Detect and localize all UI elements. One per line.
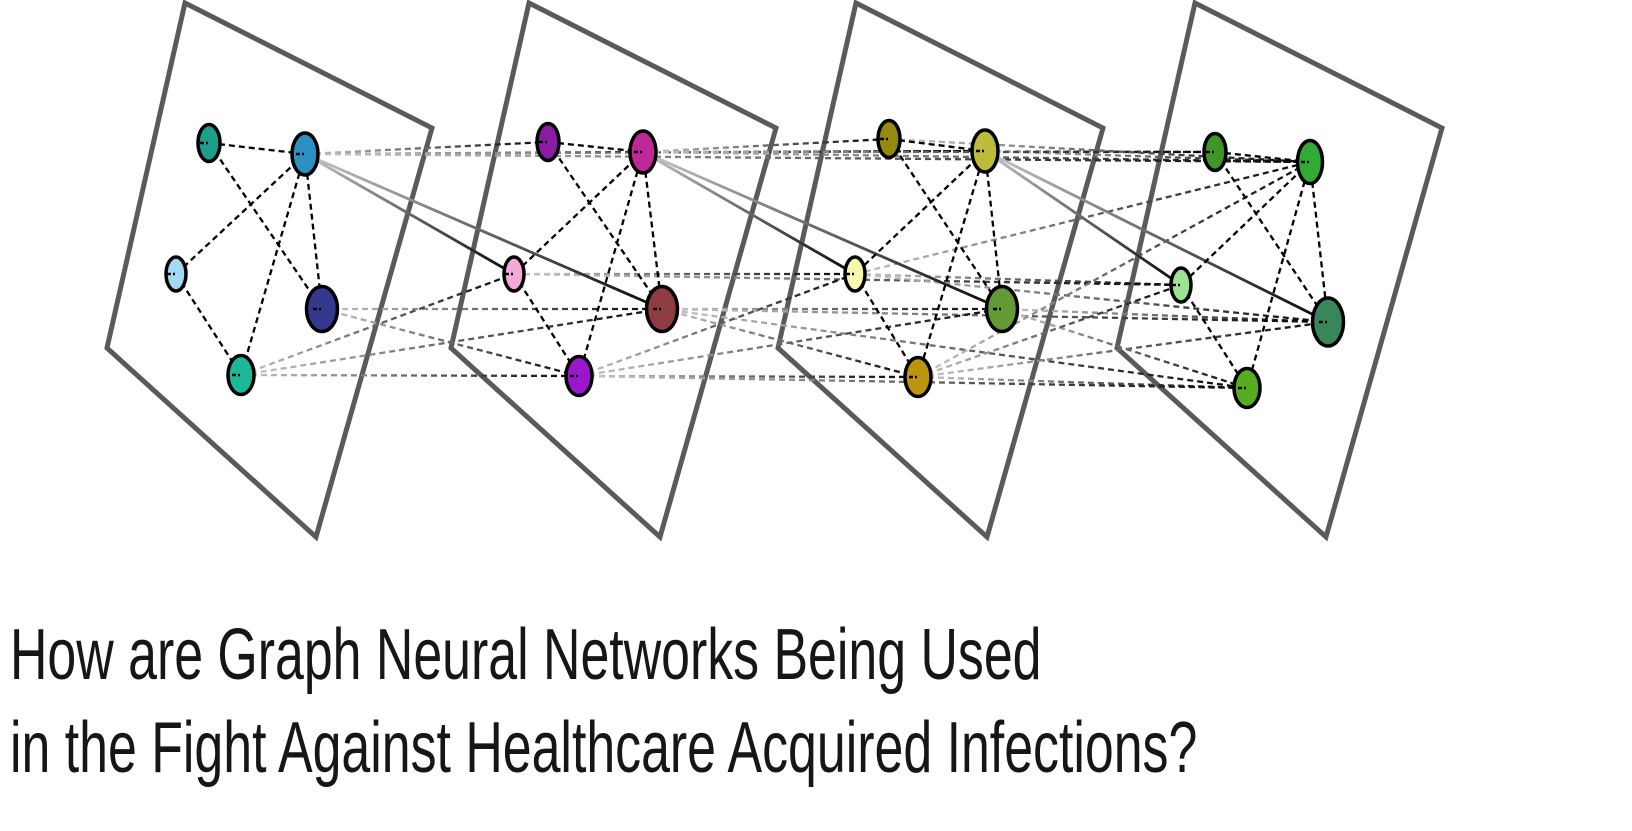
graph-edge-t4	[1180, 284, 1248, 389]
graph-node-t4-0	[1202, 131, 1228, 173]
temporal-edge	[642, 137, 890, 154]
graph-edge-t3	[983, 150, 1004, 310]
temporal-edge	[304, 140, 549, 156]
title-line-1: How are Graph Neural Networks Being Used	[10, 615, 1042, 695]
graph-edge-t1	[175, 273, 242, 376]
graph-node-t2-4	[564, 354, 594, 398]
graph-node-t2-3	[644, 284, 680, 334]
temporal-edge	[304, 152, 1311, 164]
temporal-edge	[578, 307, 1003, 378]
temporal-edge-solid	[304, 152, 515, 276]
temporal-edge-solid	[642, 150, 1003, 311]
graph-edge-t2	[547, 140, 644, 154]
graph-node-t4-1	[1295, 138, 1325, 186]
temporal-edge-solid	[304, 152, 663, 311]
graph-edge-t4	[1308, 161, 1330, 323]
graph-edge-t1	[239, 153, 307, 376]
temporal-edge	[578, 374, 919, 379]
graph-edge-t2	[547, 141, 663, 310]
graph-edge-t1	[208, 141, 306, 156]
graph-node-t4-2	[1169, 266, 1193, 304]
temporal-edge	[888, 137, 1311, 164]
graph-node-t3-0	[876, 118, 902, 160]
graph-node-t4-3	[1310, 296, 1346, 348]
graph-edge-t3	[888, 137, 986, 153]
temporal-edge	[240, 307, 663, 377]
graph-node-t3-2	[843, 255, 867, 293]
temporal-edge	[1001, 307, 1248, 390]
graph-edge-t1	[303, 153, 324, 310]
temporal-edge	[661, 307, 1248, 390]
graph-panel-time-step-1	[104, 0, 435, 542]
graph-edge-t3	[854, 273, 919, 378]
temporal-graph-figure	[104, 0, 1445, 542]
graph-node-t1-4	[226, 353, 256, 397]
temporal-edge-solid	[984, 149, 1329, 324]
graph-node-t2-2	[502, 255, 526, 293]
graph-edge-t3	[888, 138, 1003, 310]
title-line-2: in the Fight Against Healthcare Acquired…	[10, 708, 1198, 788]
temporal-edge	[917, 283, 1182, 379]
graph-edge-t2	[641, 151, 664, 310]
temporal-edge	[240, 373, 580, 378]
graph-edge-t1	[208, 142, 323, 310]
graph-panel-time-step-2	[448, 0, 779, 542]
graph-edge-t4	[1214, 151, 1329, 323]
graph-node-t2-0	[535, 121, 561, 163]
temporal-edge-solid	[642, 150, 856, 276]
graph-node-t1-3	[304, 284, 340, 334]
graph-node-t4-4	[1232, 366, 1262, 410]
graph-node-t3-3	[984, 284, 1020, 334]
graph-node-t1-2	[164, 255, 188, 293]
graph-node-t1-0	[196, 122, 222, 164]
graph-node-t2-1	[628, 129, 658, 175]
graph-node-t3-1	[970, 128, 1000, 174]
graph-node-t1-1	[290, 131, 320, 177]
page-title: How are Graph Neural Networks Being Used…	[10, 609, 1632, 795]
temporal-edge	[240, 272, 515, 377]
graph-edge-t2	[577, 151, 645, 377]
temporal-edge-solid	[984, 149, 1182, 287]
temporal-edge	[578, 272, 856, 378]
graph-edge-t2	[513, 273, 580, 377]
graph-panel-time-step-3	[775, 0, 1106, 542]
graph-edge-t4	[1245, 161, 1312, 389]
graph-edge-t4	[1214, 150, 1311, 164]
graph-node-t3-4	[903, 355, 933, 399]
temporal-edge	[917, 320, 1329, 379]
